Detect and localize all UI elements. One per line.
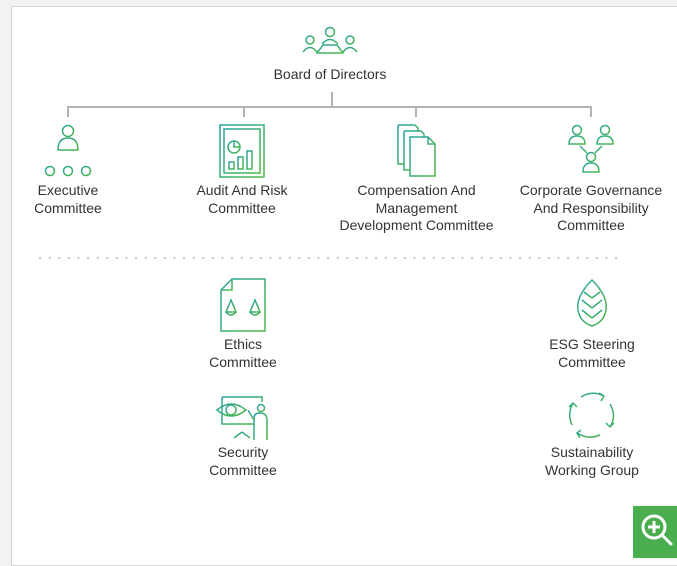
committee-label-line: Committee — [209, 353, 277, 370]
committee-label-line: Development Committee — [339, 217, 494, 233]
zoom-in-button[interactable] — [633, 506, 677, 558]
committee-label-line: Working Group — [545, 461, 639, 478]
committee-label-line: Committee — [209, 461, 277, 478]
committee-label-line: Committee — [34, 199, 102, 216]
board-node: Board of Directors — [250, 26, 410, 84]
committee-label-line: Committee — [208, 199, 276, 216]
stacked-documents-icon — [396, 124, 436, 177]
people-network-icon — [568, 124, 614, 173]
committee-label-line: Committee — [558, 353, 626, 370]
scales-document-icon — [220, 278, 266, 332]
committee-label-line: And Responsibility — [533, 199, 649, 216]
committee-label-line: Ethics — [223, 336, 263, 352]
esg-steering-committee-node: ESG Steering Committee — [536, 278, 648, 371]
executive-committee-node: Executive Committee — [18, 124, 118, 217]
committee-label-line: Corporate Governance — [519, 182, 663, 198]
recycle-arrows-icon — [568, 392, 615, 439]
committee-label-line: Sustainability — [550, 444, 634, 460]
audit-risk-committee-node: Audit And Risk Committee — [184, 124, 300, 217]
leaf-icon — [577, 278, 607, 331]
ethics-committee-node: Ethics Committee — [191, 278, 295, 371]
committee-label-line: Security — [217, 444, 269, 460]
zoom-in-icon — [641, 514, 673, 546]
committee-label-line: ESG Steering — [549, 336, 635, 352]
committee-label-line: Audit And Risk — [196, 182, 288, 198]
diagram-panel — [11, 6, 677, 566]
compensation-committee-node: Compensation And Management Development … — [331, 124, 502, 235]
org-chart-person-icon — [44, 124, 92, 177]
sustainability-group-node: Sustainability Working Group — [536, 390, 648, 479]
security-committee-node: Security Committee — [191, 396, 295, 479]
eye-presentation-icon — [215, 396, 268, 440]
committee-label-line: Executive — [37, 182, 99, 198]
board-label: Board of Directors — [273, 66, 387, 82]
committee-label-line: Compensation And — [357, 182, 476, 198]
report-chart-icon — [219, 124, 265, 178]
committee-label-line: Management — [375, 199, 458, 216]
governance-committee-node: Corporate Governance And Responsibility … — [509, 124, 673, 235]
board-meeting-icon — [301, 26, 359, 60]
committee-label-line: Committee — [557, 217, 625, 233]
